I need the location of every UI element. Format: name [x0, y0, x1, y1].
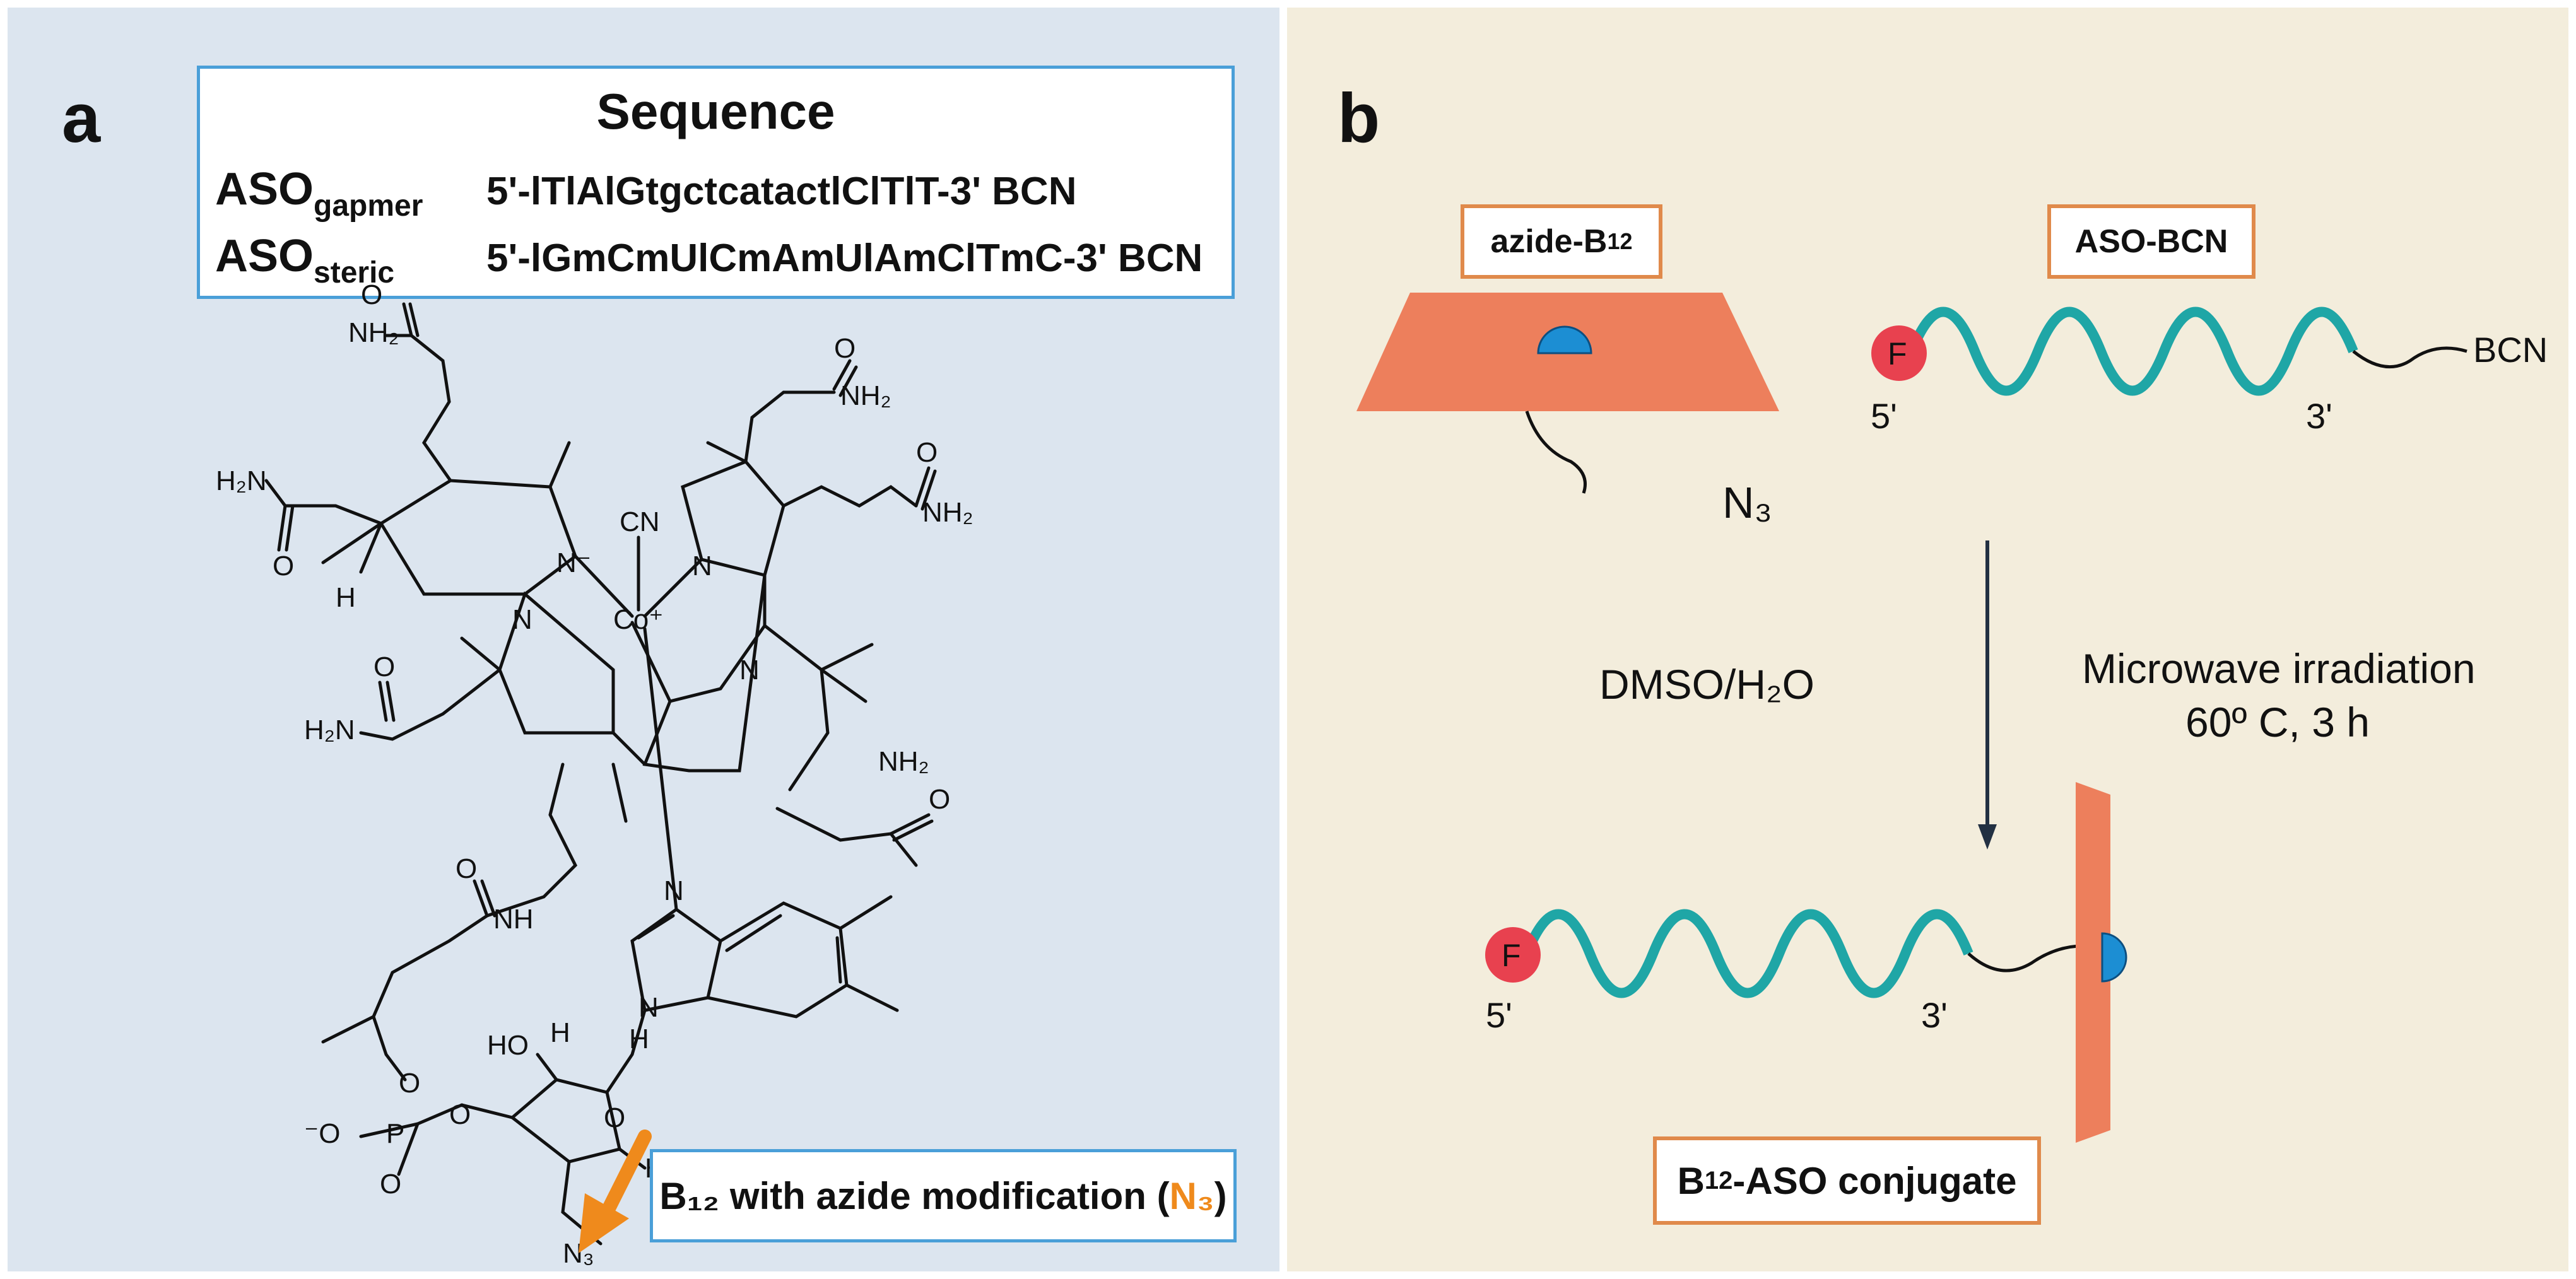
sequence-box: Sequence ASOgapmer 5'-lTlAlGtgctcatactlCl…	[197, 66, 1235, 299]
fluorophore-icon	[1485, 927, 1541, 983]
blue-dome-icon	[1537, 325, 1592, 354]
three-prime-label: 3'	[1921, 995, 1948, 1035]
azide-note-highlight: N₃	[1169, 1174, 1214, 1217]
label-o: O	[399, 1068, 420, 1099]
aso-bcn-box: ASO-BCN	[2047, 204, 2255, 279]
orange-arrow-icon	[579, 1130, 652, 1253]
label-h2n: H₂N	[216, 465, 267, 496]
label-o: O	[380, 1169, 401, 1200]
b12-block-product	[2076, 782, 2110, 1143]
aso-steric-sequence: 5'-lGmCmUlCmAmUlAmClTmC-3' BCN	[486, 237, 1203, 280]
aso-gapmer-sequence: 5'-lTlAlGtgctcatactlClTlT-3' BCN	[486, 170, 1077, 213]
aso-gapmer-name: ASOgapmer	[215, 164, 423, 223]
scheme-graphics: F F	[1356, 293, 2467, 1143]
azide-linker	[1525, 411, 1587, 494]
label-o: O	[929, 784, 950, 815]
label-o: O	[456, 853, 477, 884]
label-nh2: NH₂	[922, 497, 973, 528]
solvent-label: DMSO/H₂O	[1599, 661, 1814, 708]
fluor-label: F	[1502, 938, 1521, 973]
five-prime-label: 5'	[1486, 995, 1512, 1035]
label-o-minus: ⁻O	[304, 1118, 340, 1149]
azide-note-text: B₁₂ with azide modification (	[659, 1174, 1170, 1217]
label-o: O	[449, 1099, 471, 1130]
label-o: O	[273, 551, 294, 581]
panel-b-label: b	[1338, 79, 1380, 157]
blue-dome-icon	[2101, 932, 2127, 983]
label-o: O	[916, 437, 938, 468]
aso-steric-name: ASOsteric	[215, 231, 395, 289]
fluorophore-icon	[1871, 325, 1927, 381]
label-h: H	[550, 1017, 570, 1048]
sequence-title: Sequence	[596, 83, 835, 139]
condition-line-1: Microwave irradiation	[2082, 645, 2476, 692]
azide-note-box: B₁₂ with azide modification (N₃)	[650, 1149, 1237, 1242]
label-nh: NH	[493, 904, 534, 935]
label-nh2: NH₂	[840, 380, 891, 411]
label-cn: CN	[620, 506, 660, 537]
label-n-minus: N⁻	[556, 547, 591, 578]
azide-note-close: )	[1214, 1174, 1227, 1217]
aso-helix-top	[1907, 307, 2467, 396]
label-ho: HO	[487, 1030, 529, 1061]
condition-line-2: 60º C, 3 h	[2185, 699, 2370, 745]
label-h: H	[629, 1024, 649, 1054]
sequence-row-gapmer: ASOgapmer 5'-lTlAlGtgctcatactlClTlT-3' BC…	[215, 163, 1076, 223]
label-h2n: H₂N	[304, 715, 355, 745]
azide-n3-label: N₃	[1722, 478, 1773, 527]
label-p: P	[386, 1118, 404, 1149]
fluor-label: F	[1888, 336, 1907, 371]
label-o: O	[604, 1102, 625, 1133]
label-h: H	[336, 582, 356, 613]
label-nh2: NH₂	[348, 317, 399, 348]
label-n: N	[638, 992, 659, 1023]
b12-structure: O NH₂ H₂N O N⁻ CN Co⁺ N O NH₂ O NH₂ N H …	[216, 279, 973, 1269]
label-n: N	[512, 604, 532, 635]
panel-a-label: a	[62, 79, 101, 157]
label-n: N	[664, 875, 684, 906]
three-prime-label: 3'	[2306, 396, 2332, 436]
label-o: O	[373, 651, 395, 682]
label-o: O	[361, 279, 382, 310]
aso-helix-bottom	[1522, 909, 2102, 998]
panel-a: a Sequence ASOgapmer 5'-lTlAlGtgctcatactl…	[8, 8, 1279, 1271]
label-o: O	[834, 333, 856, 364]
label-n: N	[692, 551, 712, 581]
bcn-label: BCN	[2473, 330, 2548, 370]
sequence-row-steric: ASOsteric 5'-lGmCmUlCmAmUlAmClTmC-3' BCN	[215, 230, 1203, 290]
five-prime-label: 5'	[1871, 396, 1897, 436]
label-co: Co⁺	[613, 604, 663, 635]
label-n: N	[739, 655, 760, 686]
label-nh2: NH₂	[878, 746, 929, 777]
reaction-arrow-head	[1978, 824, 1997, 850]
